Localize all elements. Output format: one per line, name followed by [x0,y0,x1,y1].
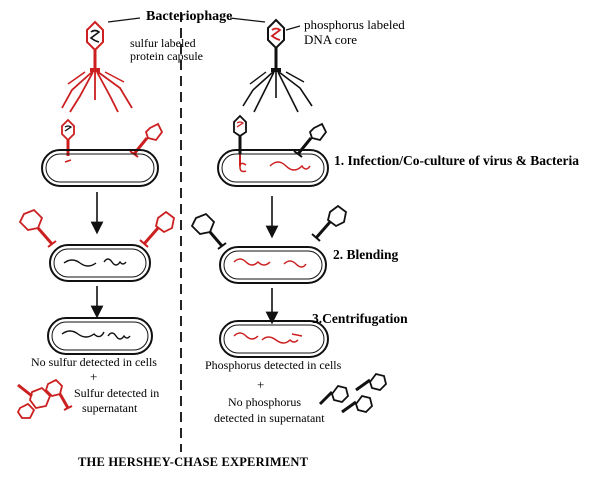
right-supernatant-phage-2 [341,394,373,414]
bacteriophage-pointer-left [107,17,141,23]
sulfur-labeled-label-line1: sulfur labeled [130,36,196,50]
left-detached-phage-2 [139,210,175,248]
left-result-cells: No sulfur detected in cells [31,355,157,369]
right-cell-blending [219,246,327,284]
bacteriophage-pointer-right [229,17,266,23]
step-1-text: /Co-culture of virus & Bacteria [399,153,579,168]
phosphorus-labeled-phage [242,18,313,113]
right-plus: + [257,377,265,392]
left-result-supernatant-line1: Sulfur detected in [74,386,160,400]
step-2-label: 2. Blending [333,247,399,262]
left-supernatant-phage-2 [44,378,73,411]
right-detached-phage-2 [311,204,347,242]
right-phage-attached [233,114,247,166]
right-detached-phage-1 [190,212,227,250]
left-supernatant-phage-1 [17,383,52,409]
left-detached-phage-1 [18,208,57,248]
left-supernatant-phage-3 [16,402,36,419]
step-1-label: 1. Infection/Co-culture of virus & Bacte… [334,153,579,169]
sulfur-labeled-label-line2: protein capsule [130,49,203,63]
sulfur-labeled-phage [61,20,133,113]
left-cell-infection [41,149,159,187]
step-3-label: 3.Centrifugation [312,311,408,326]
phosphorus-labeled-label-line1: phosphorus labeled [304,17,405,32]
right-result-cells: Phosphorus detected in cells [205,358,342,372]
diagram-title: THE HERSHEY-CHASE EXPERIMENT [78,455,309,469]
left-phage-attached [61,118,75,156]
right-result-supernatant-line1: No phosphorus [228,395,302,409]
phosphorus-pointer [285,25,301,31]
right-cell-infection [217,149,329,187]
right-supernatant-phage-1 [318,384,349,406]
right-phage-tilted [293,122,328,158]
right-cell-centrifugation [219,320,329,358]
bacteriophage-label: Bacteriophage [146,9,233,24]
right-supernatant-phage-3 [355,372,387,392]
left-result-supernatant-line2: supernatant [82,401,138,415]
step-1-number: 1. Infection [334,153,400,168]
right-result-supernatant-line2: detected in supernatant [214,411,325,425]
left-plus: + [90,369,98,384]
left-phage-tilted [129,122,164,158]
phosphorus-labeled-label-line2: DNA core [304,32,358,47]
left-cell-blending [49,244,151,282]
left-cell-centrifugation [47,317,153,355]
